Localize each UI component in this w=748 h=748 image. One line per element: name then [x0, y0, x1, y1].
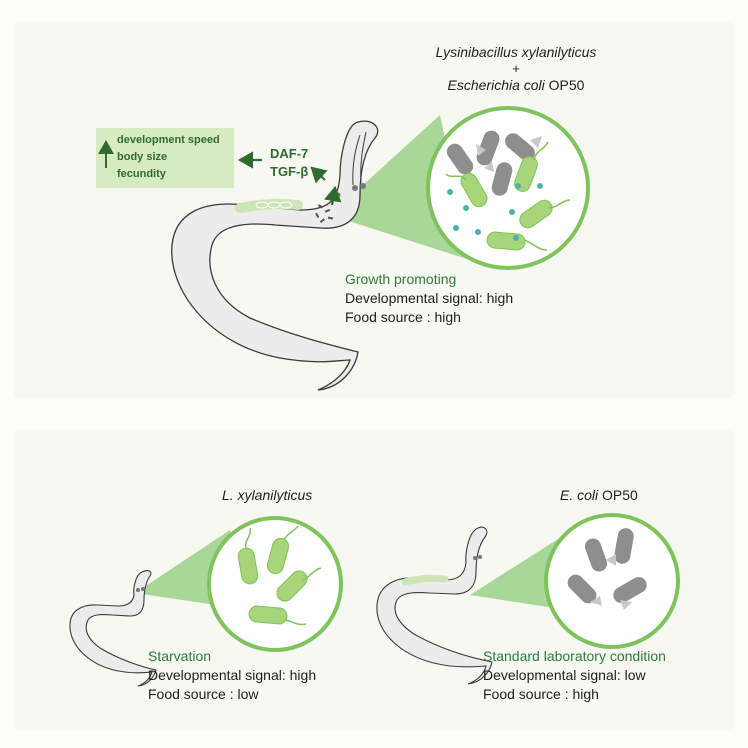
magnified-circle-bottom-left: [207, 516, 343, 652]
bottom-left-title: L. xylanilyticus: [222, 487, 313, 503]
effect-fecundity: fecundity: [117, 168, 166, 180]
top-title-strain: OP50: [544, 77, 585, 93]
bottom-right-species: E. coli: [560, 487, 599, 503]
top-condition: Growth promoting: [345, 271, 457, 287]
top-title-line1: Lysinibacillus xylanilyticus: [435, 44, 597, 60]
worm-bottom-left: [69, 570, 157, 687]
bottom-right-condition: Standard laboratory condition: [483, 648, 666, 664]
bottom-left-food-source: Food source : low: [148, 686, 259, 702]
effects-box: [96, 128, 234, 188]
top-title-species: Escherichia coli: [447, 77, 545, 93]
magnified-circle-bottom-right: [544, 513, 680, 649]
effect-body-size: body size: [117, 151, 168, 163]
top-title-plus: +: [512, 61, 520, 76]
effect-development-speed: development speed: [117, 134, 220, 146]
bottom-right-dev-signal: Developmental signal: low: [483, 667, 646, 683]
top-dev-signal: Developmental signal: high: [345, 290, 514, 306]
bottom-left-condition: Starvation: [148, 648, 212, 664]
bottom-right-title: E. coli OP50: [560, 487, 638, 503]
top-title-line2: Escherichia coli OP50: [396, 77, 636, 93]
arrow-up-intestine: [324, 185, 342, 206]
worm-bottom-right: [376, 526, 493, 685]
magnified-circle-top: [426, 106, 590, 270]
bottom-right-food-source: Food source : high: [483, 686, 599, 702]
signal-daf7: DAF-7: [270, 146, 309, 161]
worm-top: [171, 120, 379, 391]
signal-tgfb: TGF-β: [270, 164, 309, 179]
bottom-left-dev-signal: Developmental signal: high: [148, 667, 317, 683]
bottom-right-strain: OP50: [598, 487, 638, 503]
arrow-to-signal: [310, 166, 328, 184]
top-food-source: Food source : high: [345, 309, 461, 325]
